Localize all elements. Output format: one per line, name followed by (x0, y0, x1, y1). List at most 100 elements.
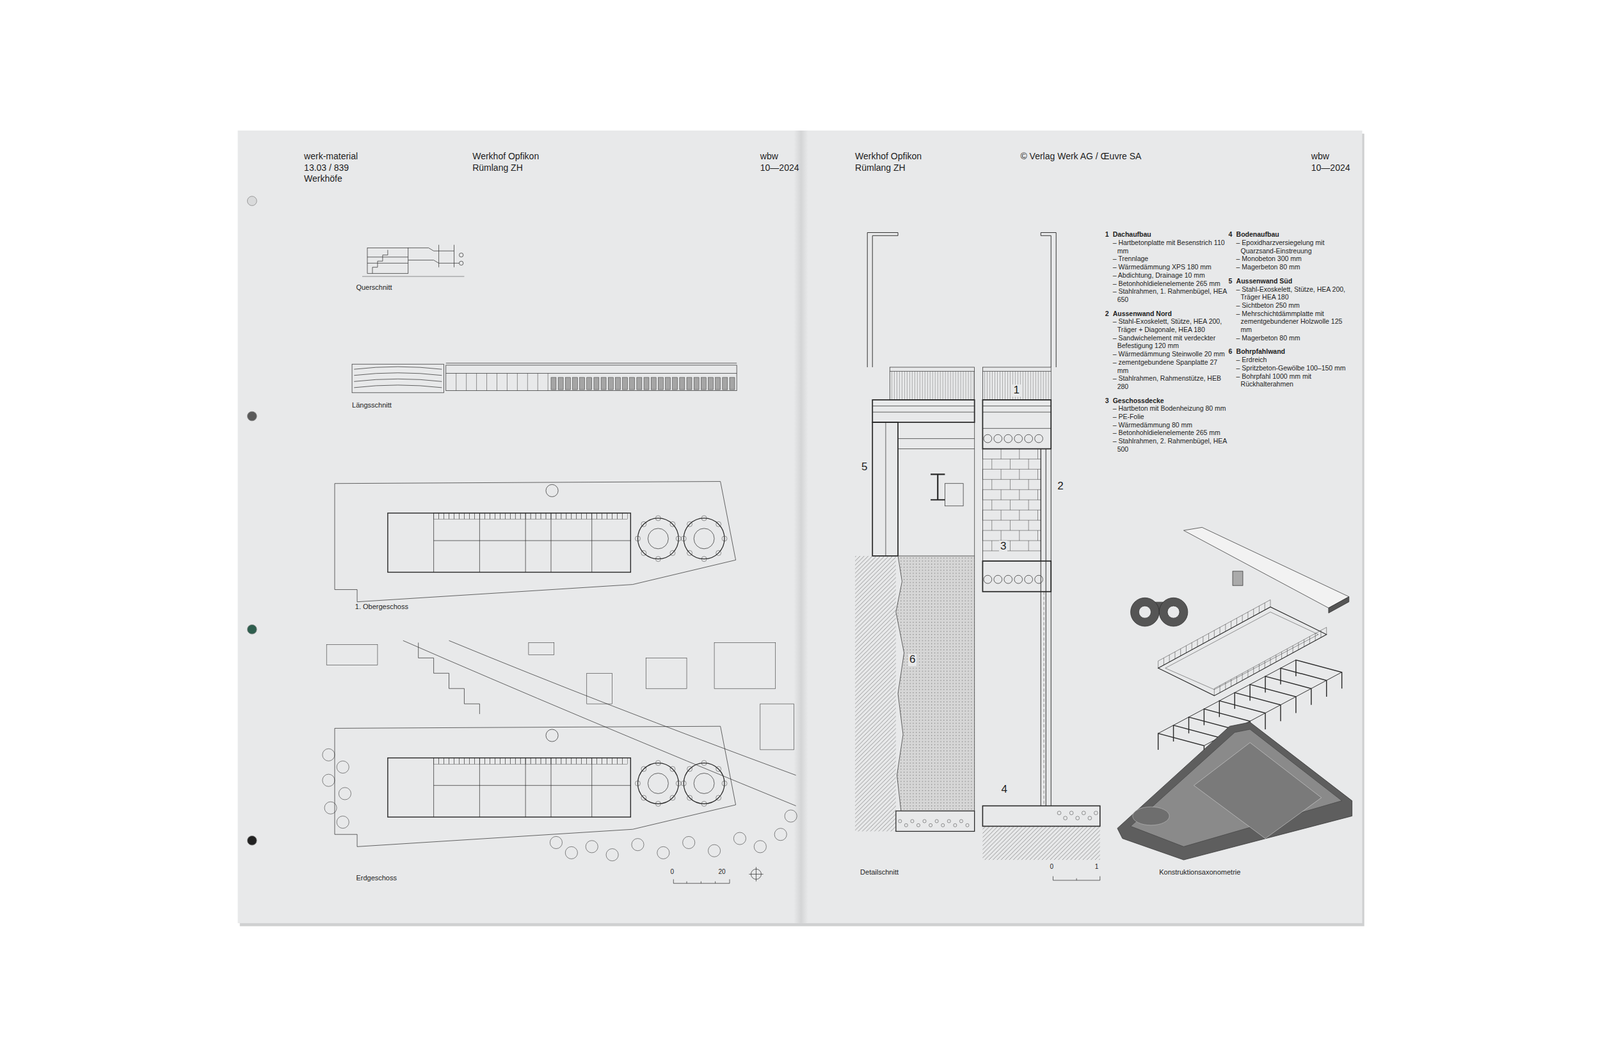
layer-spec: – Spritzbeton-Gewölbe 100–150 mm (1236, 364, 1352, 373)
ramp-scallop (687, 521, 693, 527)
callout-number: 6 (908, 654, 917, 667)
north-arrow (748, 867, 763, 882)
item-body: Bohrpfahlwand– Erdreich– Spritzbeton-Gew… (1236, 347, 1352, 389)
mesh-bar (901, 371, 903, 400)
facade-module (494, 758, 500, 765)
roof-slab (872, 400, 975, 423)
running-head: wbw (1311, 151, 1330, 162)
mesh-bar (927, 371, 928, 400)
mesh-bar (968, 371, 969, 400)
earth-hatch (982, 826, 1100, 861)
facade-module (444, 513, 450, 520)
mesh-bar (1038, 371, 1039, 400)
running-head: Werkhof Opfikon (855, 151, 922, 162)
facade-module (469, 758, 475, 765)
facade-module (617, 758, 623, 765)
mesh-bar (986, 371, 988, 400)
mesh-bar (1025, 371, 1026, 400)
mesh-bar (937, 371, 939, 400)
detail-circle (458, 261, 463, 265)
block-joint (982, 530, 984, 541)
block-joint (1009, 499, 1011, 511)
mesh-bar (947, 371, 949, 400)
block-joint (991, 540, 992, 552)
tree (606, 849, 619, 862)
neighbour-building (528, 642, 555, 655)
tree (708, 844, 721, 857)
railing-post (1040, 232, 1056, 368)
railing-post (1203, 636, 1260, 672)
wall-line (433, 513, 434, 573)
railing-post (1169, 655, 1226, 690)
facade-module (571, 758, 577, 765)
facade-module (602, 758, 608, 765)
facade-module (469, 513, 475, 520)
facade-module (581, 513, 587, 520)
item-heading: Bohrpfahlwand (1236, 347, 1352, 356)
ramp-scallop (670, 550, 676, 556)
mesh-bar (924, 371, 926, 400)
ramp-scallop (716, 795, 722, 801)
railing-post (1219, 627, 1277, 663)
gravel (910, 819, 914, 824)
mesh-bar (999, 371, 1001, 400)
mesh-bar (989, 371, 991, 400)
facade-module (454, 513, 460, 520)
facade-module (551, 758, 557, 765)
gravel (922, 819, 927, 824)
block-joint (1037, 449, 1039, 460)
deck-frame (1165, 612, 1319, 690)
stair-tower (1232, 571, 1243, 586)
item-number: 6 (1228, 347, 1233, 356)
facade-module (515, 513, 521, 520)
ramp-core (693, 773, 715, 795)
ramp-scallop (716, 550, 722, 556)
layer-spec: – PE-Folie (1112, 412, 1229, 422)
mesh-bar (942, 371, 944, 400)
layer-spec: – Magerbeton 80 mm (1236, 334, 1352, 343)
railing-post (1236, 618, 1293, 653)
facade-module (525, 513, 531, 520)
neighbour-building (586, 673, 613, 704)
item-number: 2 (1105, 309, 1110, 319)
scale-number: 1 (1095, 863, 1099, 872)
earth-hatch (855, 556, 896, 832)
railing-post (1175, 652, 1232, 687)
facade-module (556, 758, 562, 765)
mesh-bar (899, 371, 900, 400)
spiral-ramp (683, 518, 725, 560)
gravel (1075, 816, 1080, 821)
layer-spec: – Wärmedämmung Steinwolle 20 mm (1112, 350, 1229, 359)
window-bay (579, 377, 585, 390)
layer-spec: – Monobeton 300 mm (1236, 254, 1352, 264)
tree (753, 840, 767, 854)
ramp-base (1132, 807, 1170, 826)
item-number: 5 (1228, 277, 1233, 286)
tree (682, 836, 696, 849)
block-joint (982, 530, 1041, 532)
block-joint (1037, 489, 1039, 500)
cross-section (362, 245, 464, 277)
gravel (965, 823, 969, 827)
mesh-bar (922, 371, 923, 400)
running-head: wbw (760, 151, 779, 162)
facade-joint (1043, 592, 1045, 807)
block-joint (982, 469, 1041, 470)
ramp-curve (353, 378, 442, 382)
facade-module (561, 513, 567, 520)
facade-module (530, 758, 536, 765)
mesh-bar (929, 371, 931, 400)
block-joint (1018, 489, 1020, 500)
ramp-scallop (701, 556, 707, 562)
block-joint (982, 489, 984, 500)
stair-tower (545, 729, 559, 742)
block-joint (991, 479, 992, 490)
railing-post (1180, 648, 1238, 684)
running-head: © Verlag Werk AG / Œuvre SA (1020, 151, 1142, 162)
page-fold (793, 130, 808, 924)
mesh-bar (958, 371, 959, 400)
running-head: 10—2024 (1311, 162, 1351, 174)
window-bay (622, 377, 628, 390)
ramp-scallop (687, 795, 693, 801)
running-head: Rümlang ZH (472, 162, 523, 174)
